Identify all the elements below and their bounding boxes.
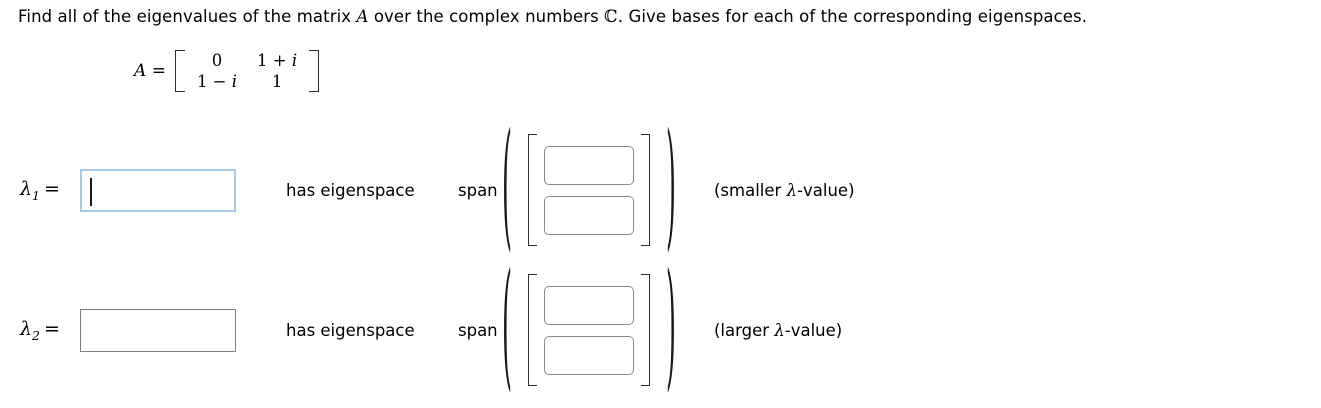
smaller-lambda-note: (smaller λ-value) xyxy=(714,181,855,200)
text-caret xyxy=(90,177,92,206)
matrix-row: 1 − i 1 xyxy=(187,71,307,92)
lambda-2-label: λ2= xyxy=(20,318,78,343)
lambda-1-input[interactable] xyxy=(80,168,236,212)
matrix-cell-r2c2: 1 xyxy=(271,72,283,91)
eigenvector-1-component-1-input[interactable] xyxy=(544,145,634,185)
matrix-cell-r1c1: 0 xyxy=(211,51,223,70)
question-prompt: Find all of the eigenvalues of the matri… xyxy=(18,6,1087,28)
lambda-subscript: 2 xyxy=(32,327,40,343)
prompt-text-part2: over the complex numbers xyxy=(368,7,605,26)
imaginary-unit-icon: i xyxy=(231,72,238,91)
left-paren-icon: ( xyxy=(502,107,512,269)
span-label-2: span xyxy=(458,320,498,340)
matrix-left-bracket xyxy=(174,50,185,92)
note-suffix: -value) xyxy=(797,180,855,200)
vector-left-bracket xyxy=(528,134,537,246)
matrix-cell-r2c1: 1 − i xyxy=(196,72,238,91)
prompt-matrix-variable: A xyxy=(356,7,369,26)
eigenvector-bracket-group-1 xyxy=(528,134,650,246)
lambda-equals-sign: = xyxy=(44,177,60,200)
has-eigenspace-label-1: has eigenspace xyxy=(286,180,415,200)
lambda-equals-sign: = xyxy=(44,317,60,340)
lambda-symbol: λ xyxy=(20,317,33,340)
eigenvector-2-component-1-input[interactable] xyxy=(544,285,634,325)
eigenvector-span-group-1: ( ) xyxy=(500,119,678,257)
lambda-1-label: λ1= xyxy=(20,178,78,203)
matrix-right-bracket xyxy=(309,50,320,92)
right-paren-icon: ) xyxy=(666,107,676,269)
lambda-symbol: λ xyxy=(20,177,33,200)
lambda-subscript: 1 xyxy=(32,187,40,203)
matrix-grid: 0 1 + i 1 − i 1 xyxy=(187,50,307,92)
span-label-1: span xyxy=(458,180,498,200)
larger-lambda-note: (larger λ-value) xyxy=(714,321,842,340)
note-prefix: (smaller xyxy=(714,180,787,200)
note-lambda-symbol: λ xyxy=(786,180,798,200)
matrix-bracket-group: 0 1 + i 1 − i 1 xyxy=(174,50,320,92)
right-paren-icon: ) xyxy=(666,247,676,408)
matrix-name: A xyxy=(134,61,147,81)
vector-right-bracket xyxy=(641,274,650,386)
prompt-text-part3: . Give bases for each of the correspondi… xyxy=(617,7,1088,26)
eigenvalue-row-1: λ1= has eigenspace span ( ) (smaller λ-v… xyxy=(0,119,1321,257)
matrix-definition: A = 0 1 + i 1 − i 1 xyxy=(134,50,320,92)
note-suffix: -value) xyxy=(784,320,843,340)
has-eigenspace-label-2: has eigenspace xyxy=(286,320,415,340)
note-prefix: (larger xyxy=(714,320,775,340)
eigenvector-inputs-2 xyxy=(544,274,634,386)
eigenvector-bracket-group-2 xyxy=(528,274,650,386)
eigenvalue-row-2: λ2= has eigenspace span ( ) (larger λ-va… xyxy=(0,259,1321,397)
complex-numbers-symbol: ℂ xyxy=(604,7,618,27)
matrix-definition-lead: A = xyxy=(134,61,166,81)
eigenvector-1-component-2-input[interactable] xyxy=(544,195,634,235)
prompt-text-part1: Find all of the eigenvalues of the matri… xyxy=(18,7,357,26)
eigenvector-span-group-2: ( ) xyxy=(500,259,678,397)
eigenvector-2-component-2-input[interactable] xyxy=(544,335,634,375)
matrix-row: 0 1 + i xyxy=(187,50,307,71)
vector-right-bracket xyxy=(641,134,650,246)
lambda-2-input[interactable] xyxy=(80,308,236,352)
left-paren-icon: ( xyxy=(502,247,512,408)
eigenvector-inputs-1 xyxy=(544,134,634,246)
matrix-equals-sign: = xyxy=(151,61,166,81)
imaginary-unit-icon: i xyxy=(291,51,298,70)
note-lambda-symbol: λ xyxy=(774,320,785,340)
matrix-cell-r1c2: 1 + i xyxy=(257,51,298,70)
vector-left-bracket xyxy=(528,274,537,386)
